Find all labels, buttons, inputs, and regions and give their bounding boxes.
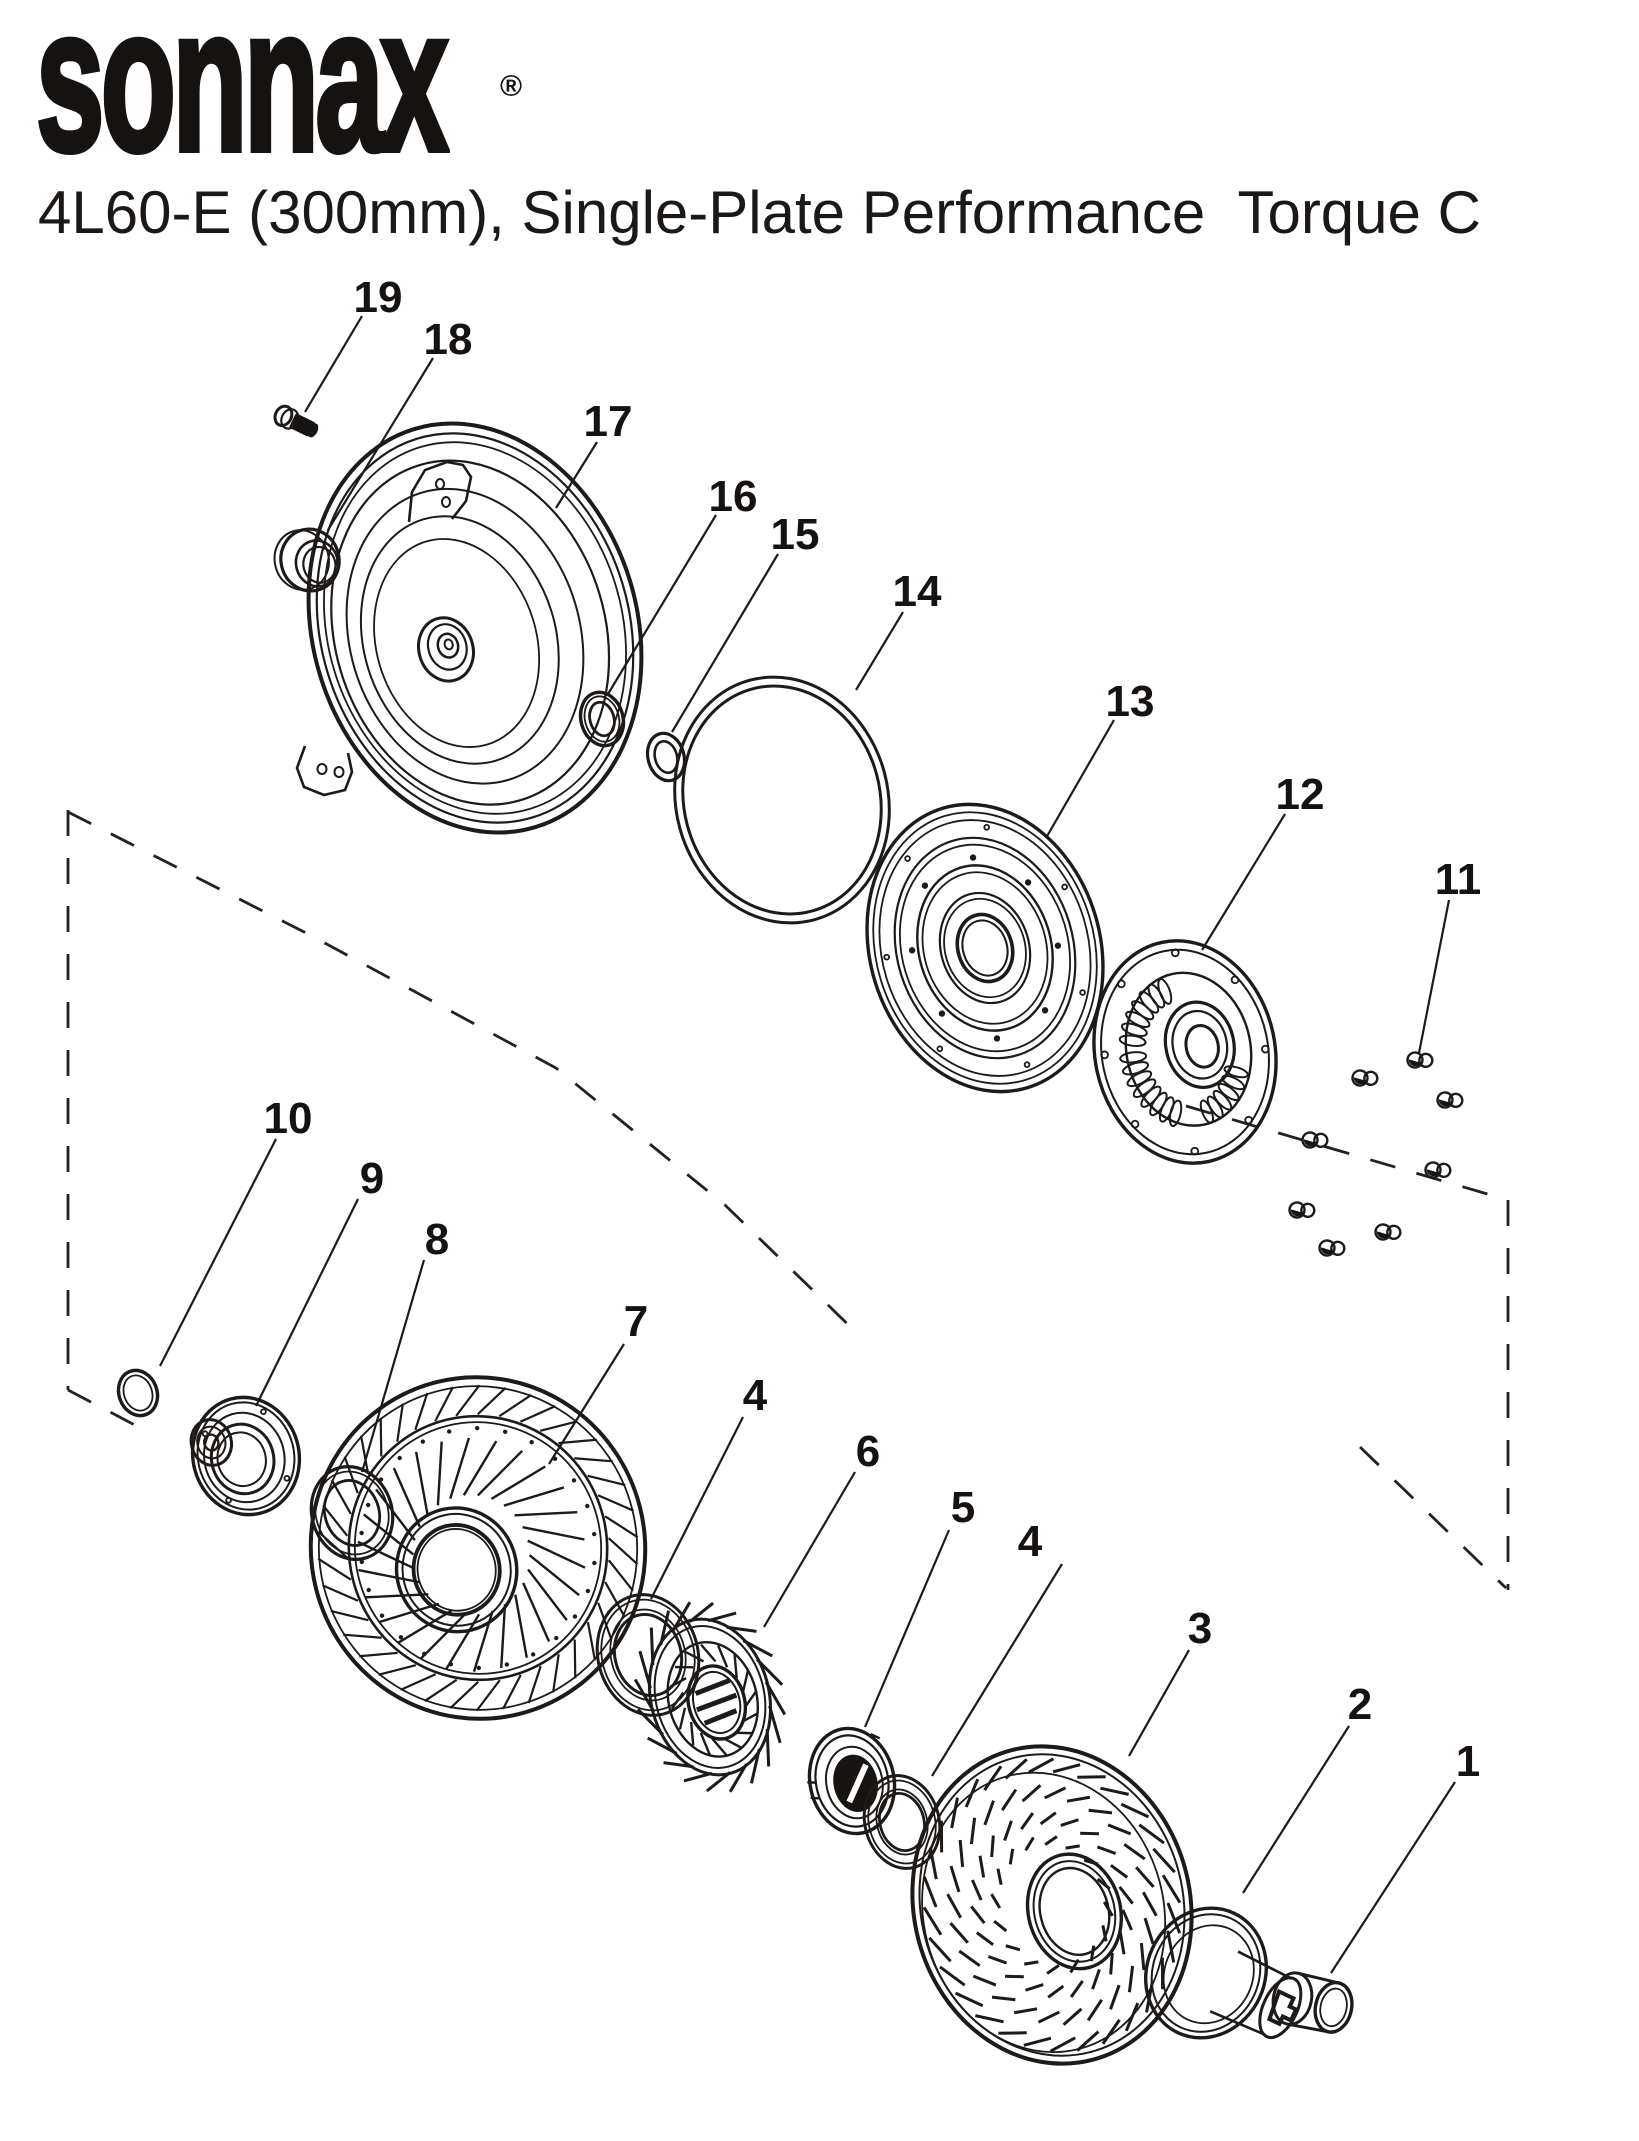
front-cover-drawing bbox=[295, 421, 644, 835]
callout-6: 6 bbox=[856, 1427, 880, 1476]
callout-15: 15 bbox=[771, 510, 820, 559]
bolt-icon bbox=[1406, 1051, 1434, 1069]
bushing-1-drawing bbox=[1271, 1971, 1354, 2034]
bolt-19-drawing bbox=[273, 404, 319, 438]
registered-trademark-icon: ® bbox=[500, 70, 523, 103]
bolt-set-11-drawing bbox=[1288, 1051, 1464, 1257]
callout-18: 18 bbox=[424, 315, 473, 364]
seal-ring-15-drawing bbox=[645, 731, 687, 783]
bushing-18-drawing bbox=[273, 527, 341, 593]
callout-17: 17 bbox=[584, 397, 633, 446]
callout-4a: 4 bbox=[743, 1371, 768, 1420]
callout-12: 12 bbox=[1276, 770, 1325, 819]
callout-1: 1 bbox=[1456, 1737, 1480, 1786]
sprag-5-drawing bbox=[807, 1726, 897, 1836]
callout-19: 19 bbox=[354, 273, 403, 322]
hub-9-drawing bbox=[189, 1395, 302, 1517]
impeller-3-drawing bbox=[910, 1744, 1194, 2066]
callout-5: 5 bbox=[951, 1483, 975, 1532]
callout-3: 3 bbox=[1188, 1604, 1212, 1653]
sonnax-logo: sonnax bbox=[34, 0, 450, 197]
callout-10: 10 bbox=[264, 1094, 313, 1143]
callout-4b: 4 bbox=[1018, 1517, 1043, 1566]
callout-11: 11 bbox=[1435, 855, 1482, 904]
callout-16: 16 bbox=[709, 472, 758, 521]
callout-7: 7 bbox=[624, 1297, 648, 1346]
kit-boundary-dashed-lines bbox=[66, 810, 1510, 1590]
washer-4a-drawing bbox=[595, 1593, 701, 1717]
damper-assembly-12-drawing bbox=[1092, 939, 1278, 1165]
snap-ring-10-drawing bbox=[116, 1368, 160, 1418]
callout-9: 9 bbox=[360, 1154, 384, 1203]
callout-14: 14 bbox=[893, 567, 942, 616]
page-title: 4L60-E (300mm), Single-Plate Performance… bbox=[38, 179, 1481, 246]
callout-8: 8 bbox=[425, 1215, 449, 1264]
callout-2: 2 bbox=[1348, 1680, 1372, 1729]
oring-14-drawing bbox=[673, 675, 891, 925]
turbine-7-drawing bbox=[308, 1375, 648, 1721]
callout-13: 13 bbox=[1106, 677, 1155, 726]
washer-16-drawing bbox=[578, 690, 626, 748]
pump-hub-2-drawing bbox=[1143, 1906, 1303, 2040]
stator-6-drawing bbox=[633, 1601, 787, 1793]
leader-lines bbox=[159, 315, 1456, 1974]
callout-labels: 19 18 17 16 15 14 13 12 11 10 9 8 7 4 6 … bbox=[264, 273, 1482, 1786]
clutch-plate-13-drawing bbox=[865, 802, 1105, 1094]
